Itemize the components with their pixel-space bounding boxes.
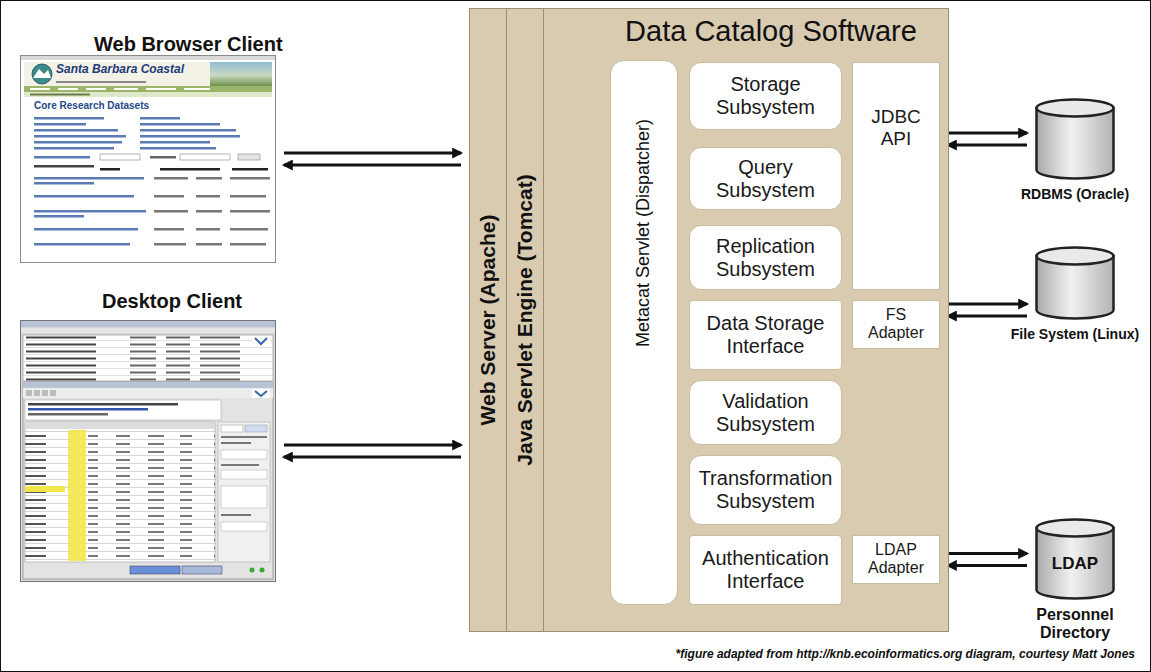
box-label: Authentication Interface: [696, 547, 836, 593]
adapter-box: LDAP Adapter: [852, 535, 940, 584]
screenshot-heading-text: Core Research Datasets: [34, 100, 149, 112]
cylinder-caption: RDBMS (Oracle): [1002, 186, 1148, 202]
store-label: RDBMS (Oracle): [1002, 186, 1148, 202]
caption-note: *figure adapted from http://knb.ecoinfor…: [676, 648, 1135, 662]
cylinder-shape: [1035, 246, 1115, 320]
interface-box: Authentication Interface: [689, 535, 842, 605]
cylinder-caption: File System (Linux): [1002, 326, 1148, 342]
dispatcher-bar: Metacat Servlet (Dispatcher): [610, 60, 678, 605]
cylinder-body: [1037, 108, 1114, 178]
cylinder-caption: Personnel Directory: [1002, 606, 1148, 643]
box-label: Query Subsystem: [696, 156, 836, 202]
screenshot-frame: [20, 320, 276, 582]
cylinder-inner: LDAP: [1035, 536, 1115, 592]
api-label: JDBC API: [864, 106, 928, 150]
cylinder-label: LDAP: [1052, 554, 1098, 574]
box-label: Data Storage Interface: [696, 312, 836, 358]
arrow-line: [948, 564, 1027, 567]
label-wrapper: Santa Barbara Coastal: [56, 62, 184, 76]
subsystem-box: Storage Subsystem: [689, 62, 842, 130]
cylinder-outline: [1035, 246, 1115, 320]
cylinder-outline: [1035, 98, 1115, 180]
double-arrow: [284, 445, 461, 457]
arrow-line: [284, 164, 461, 167]
box-label: FS Adapter: [859, 306, 933, 343]
double-arrow: [948, 304, 1027, 316]
dispatcher-label: Metacat Servlet (Dispatcher): [634, 0, 654, 506]
subsystem-box: Transformation Subsystem: [689, 455, 842, 525]
servlet-engine-band: Java Servlet Engine (Tomcat): [506, 8, 544, 632]
client-panel: Desktop Client: [18, 290, 278, 582]
band-label: Web Server (Apache): [476, 8, 499, 632]
server-band: Web Server (Apache): [469, 8, 507, 632]
cylinder-shape: LDAP: [1035, 518, 1115, 600]
cylinder-top: [1037, 520, 1114, 537]
api-box: JDBC API: [852, 62, 940, 290]
arrow-line: [948, 315, 1027, 318]
double-arrow: [948, 133, 1027, 145]
region-title: Data Catalog Software: [602, 15, 940, 48]
box-label: Replication Subsystem: [696, 235, 836, 281]
interface-box: Data Storage Interface: [689, 300, 842, 370]
storage-cylinder: File System (Linux): [1002, 246, 1148, 370]
arrow-line: [948, 132, 1027, 135]
database-cylinder: RDBMS (Oracle): [1002, 98, 1148, 230]
arrow-line: [948, 552, 1027, 555]
subsystem-box: Query Subsystem: [689, 147, 842, 210]
label-wrapper: Core Research Datasets: [34, 100, 149, 112]
box-label: Transformation Subsystem: [696, 467, 836, 513]
desktop-screenshot: [21, 321, 276, 582]
box-label: Validation Subsystem: [696, 390, 836, 436]
subsystem-box: Replication Subsystem: [689, 225, 842, 290]
directory-cylinder: LDAP Personnel Directory: [1002, 518, 1148, 650]
software-region: Data Catalog SoftwareMetacat Servlet (Di…: [543, 8, 949, 632]
store-label: File System (Linux): [1002, 326, 1148, 342]
arrow-line: [948, 144, 1027, 147]
box-label: LDAP Adapter: [859, 541, 933, 578]
cylinder-body: [1037, 528, 1114, 598]
arrow-line: [284, 444, 461, 447]
cylinder-top: [1037, 248, 1114, 265]
subsystem-box: Validation Subsystem: [689, 380, 842, 445]
client-heading: Web Browser Client: [94, 33, 278, 56]
arrow-line: [284, 456, 461, 459]
rotated-wrapper: Web Server (Apache): [476, 8, 499, 632]
double-arrow: [284, 153, 461, 165]
adapter-box: FS Adapter: [852, 300, 940, 349]
rotated-wrapper: Metacat Servlet (Dispatcher): [634, 0, 654, 506]
cylinder-top: [1037, 100, 1114, 117]
screenshot-frame: [20, 55, 276, 263]
rotated-wrapper: Java Servlet Engine (Tomcat): [513, 8, 536, 632]
store-label: Personnel Directory: [1025, 606, 1125, 643]
arrow-line: [948, 303, 1027, 306]
arrow-line: [284, 152, 461, 155]
browser-screenshot: [21, 56, 276, 263]
caption-wrapper: *figure adapted from http://knb.ecoinfor…: [676, 648, 1135, 662]
client-heading: Desktop Client: [66, 290, 278, 313]
box-label: Storage Subsystem: [696, 73, 836, 119]
cylinder-shape: [1035, 98, 1115, 180]
screenshot-banner-text: Santa Barbara Coastal: [56, 62, 184, 76]
band-label: Java Servlet Engine (Tomcat): [513, 8, 536, 632]
double-arrow: [948, 553, 1027, 565]
